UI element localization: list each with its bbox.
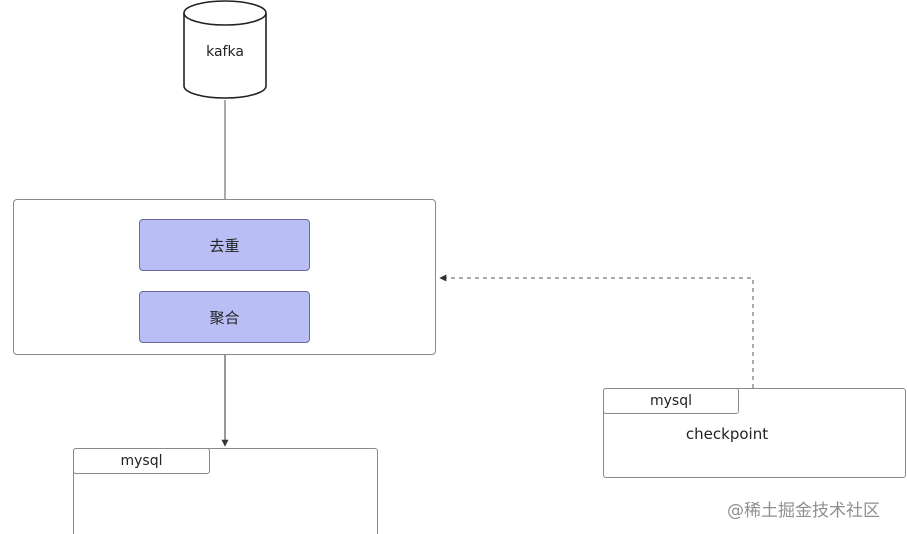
dedupe-step: 去重 (139, 219, 310, 271)
mysql-sink-tab: mysql (73, 448, 210, 474)
checkpoint-label: checkpoint (685, 425, 769, 443)
aggregate-step-label: 聚合 (209, 308, 240, 327)
mysql-sink-label: mysql (120, 453, 163, 469)
kafka-label: kafka (206, 44, 244, 60)
site-watermark: @稀土掘金技术社区 (727, 501, 880, 521)
checkpoint-feedback-dashed-arrow (439, 274, 754, 388)
kafka-cylinder-icon (183, 0, 267, 99)
checkpoint-mysql-label: mysql (650, 393, 692, 409)
checkpoint-mysql-tab: mysql (603, 388, 739, 414)
dedupe-step-label: 去重 (209, 236, 240, 255)
aggregate-step: 聚合 (139, 291, 310, 343)
